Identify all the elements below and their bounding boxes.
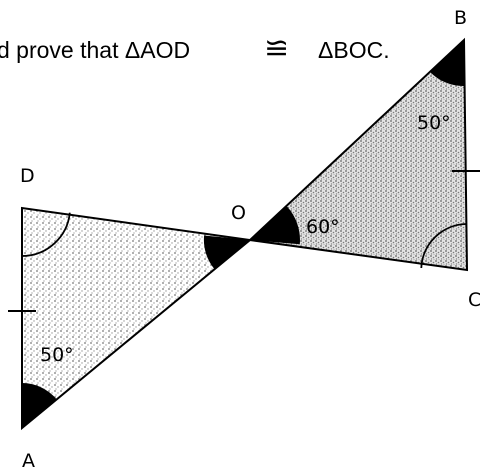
problem-caption-end: ΔBOC. — [318, 37, 390, 63]
congruence-symbol: ≌ — [264, 32, 289, 65]
triangle-boc — [247, 37, 469, 272]
vertex-label-b: B — [454, 7, 467, 29]
angle-d-arc — [21, 212, 71, 257]
angle-b-marker — [429, 40, 465, 87]
angle-a-marker — [22, 383, 57, 428]
vertex-label-o: O — [231, 202, 246, 224]
angle-label-b: 50° — [417, 112, 451, 134]
angle-boc-marker — [250, 206, 300, 245]
angle-label-a: 50° — [40, 344, 74, 366]
problem-caption-start: d prove that ΔAOD — [0, 37, 190, 63]
angle-c-arc — [420, 223, 467, 269]
angle-aod-marker — [203, 235, 250, 270]
triangle-aod — [21, 206, 253, 431]
vertex-label-c: C — [468, 289, 480, 311]
vertex-label-a: A — [22, 450, 35, 471]
angle-label-boc: 60° — [306, 216, 340, 238]
vertex-label-d: D — [20, 165, 35, 187]
